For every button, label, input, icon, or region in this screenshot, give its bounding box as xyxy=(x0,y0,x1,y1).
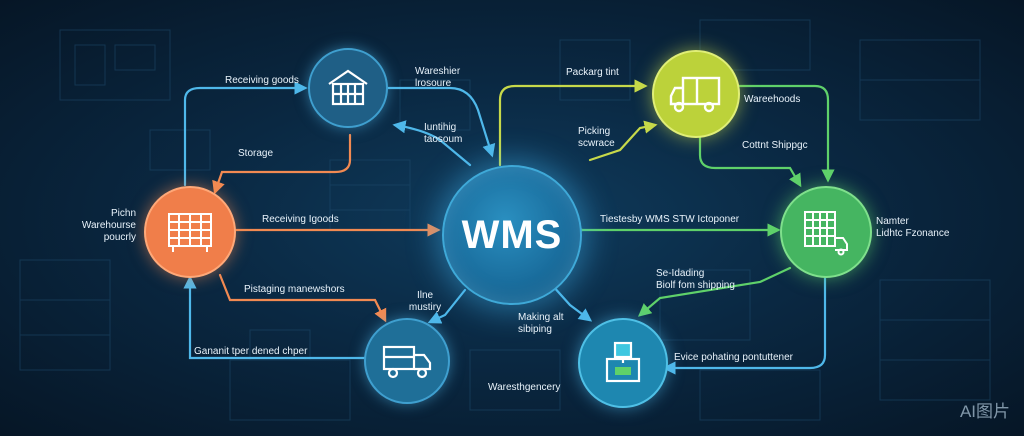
arrow-hub-bottomleft xyxy=(427,288,467,324)
truck-icon xyxy=(669,76,721,113)
arrow-packaging xyxy=(218,273,387,323)
label-line-mustry: Ilne mustiry xyxy=(408,290,442,313)
label-cottnt-shipping: Cottnt Shippgc xyxy=(742,140,808,151)
label-picking-tasks: Iuntihig taosoum xyxy=(424,122,463,145)
storage-node xyxy=(144,186,236,278)
delivery-node xyxy=(364,318,450,404)
storage-rack-icon xyxy=(168,213,212,252)
package-icon xyxy=(605,341,641,383)
delivery-truck-icon xyxy=(382,345,432,379)
label-warehoods: Wareehoods xyxy=(744,94,801,105)
arrow-topleft-hub xyxy=(382,86,496,158)
arrow-seloading xyxy=(637,266,792,317)
arrow-bottomleft-left xyxy=(183,275,368,360)
label-packaging-warehouse: Pistaging manewshors xyxy=(244,284,345,295)
shipping-truck-node xyxy=(652,50,740,138)
warehouse-node xyxy=(308,48,388,128)
label-waresth-agency: Waresthgencery xyxy=(488,382,561,393)
arrow-picking xyxy=(588,120,658,162)
label-picking-software: Picking scwrace xyxy=(578,126,615,149)
shelving-icon xyxy=(804,211,848,256)
label-gananit: Gananit tper dened chper xyxy=(194,346,308,357)
watermark: AI图片 xyxy=(959,402,1010,421)
label-warehouse-closure: Wareshier lrosoure xyxy=(415,66,461,89)
label-tiestesly: Tiestesby WMS STW Ictoponer xyxy=(600,214,740,225)
label-making-shipping: Making alt sibiping xyxy=(518,312,564,335)
label-receiving-goods-mid: Receiving Igoods xyxy=(262,214,339,225)
label-namter: Namter Lidhtc Fzonance xyxy=(876,216,950,239)
label-storage: Storage xyxy=(238,148,274,159)
shelving-node xyxy=(780,186,872,278)
label-pichn-warehouse: Pichn Warehourse poucrly xyxy=(81,208,136,243)
warehouse-icon xyxy=(328,69,368,106)
hub-label: WMS xyxy=(461,212,563,257)
package-node xyxy=(578,318,668,408)
arrow-right-bottomright xyxy=(662,273,827,375)
arrow-hub-bottomright xyxy=(540,272,593,322)
label-evice: Evice pohating pontuttener xyxy=(674,352,793,363)
arrow-cottnt xyxy=(698,126,802,188)
label-receiving-goods-top: Receiving goods xyxy=(225,75,299,86)
arrow-hub-topright xyxy=(498,79,648,167)
label-se-loading: Se-Idading Biolf fom shipping xyxy=(656,268,735,291)
label-packing-tint: Packarg tint xyxy=(566,67,619,78)
wms-hub: WMS xyxy=(442,165,582,305)
arrow-topright-right xyxy=(736,84,835,183)
arrow-left-up xyxy=(183,81,308,187)
arrow-hub-topleft xyxy=(392,120,472,167)
arrow-storage xyxy=(212,133,352,195)
